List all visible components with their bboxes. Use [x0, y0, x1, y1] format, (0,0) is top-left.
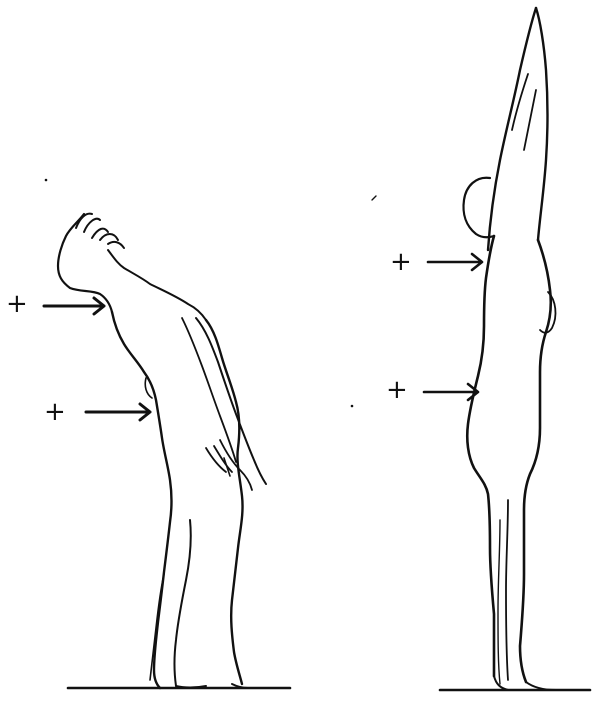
right-figure-leg-inner — [506, 500, 508, 680]
left-figure-plus-neck: + — [6, 289, 28, 319]
left-figure-arrow-neck — [44, 298, 104, 314]
right-figure-arrow-chest — [428, 254, 482, 270]
speck — [45, 179, 48, 182]
left-figure-marker-waist: + — [44, 397, 150, 427]
left-figure-plus-waist: + — [44, 397, 66, 427]
right-figure-back — [520, 240, 551, 682]
right-figure-leg-inner-2 — [498, 520, 500, 684]
left-figure-hip — [145, 378, 230, 476]
left-figure-hand — [206, 440, 252, 490]
left-figure-face — [108, 250, 206, 320]
left-figure-hair — [76, 214, 124, 248]
left-figure-front — [112, 312, 172, 688]
speck — [372, 196, 376, 200]
left-figure: + + — [6, 214, 290, 688]
left-figure-marker-neck: + — [6, 289, 104, 319]
right-figure: + + — [386, 8, 590, 690]
right-figure-arrow-waist — [424, 384, 478, 400]
left-figure-arrow-waist — [86, 404, 150, 420]
right-figure-arm-back — [536, 8, 548, 240]
right-figure-front — [467, 236, 494, 676]
right-figure-plus-chest: + — [390, 247, 412, 277]
left-figure-leg-back — [175, 520, 191, 686]
speck — [351, 405, 354, 408]
right-figure-marker-waist: + — [386, 375, 478, 405]
right-figure-marker-chest: + — [390, 247, 482, 277]
left-figure-back — [206, 320, 243, 684]
right-figure-plus-waist: + — [386, 375, 408, 405]
